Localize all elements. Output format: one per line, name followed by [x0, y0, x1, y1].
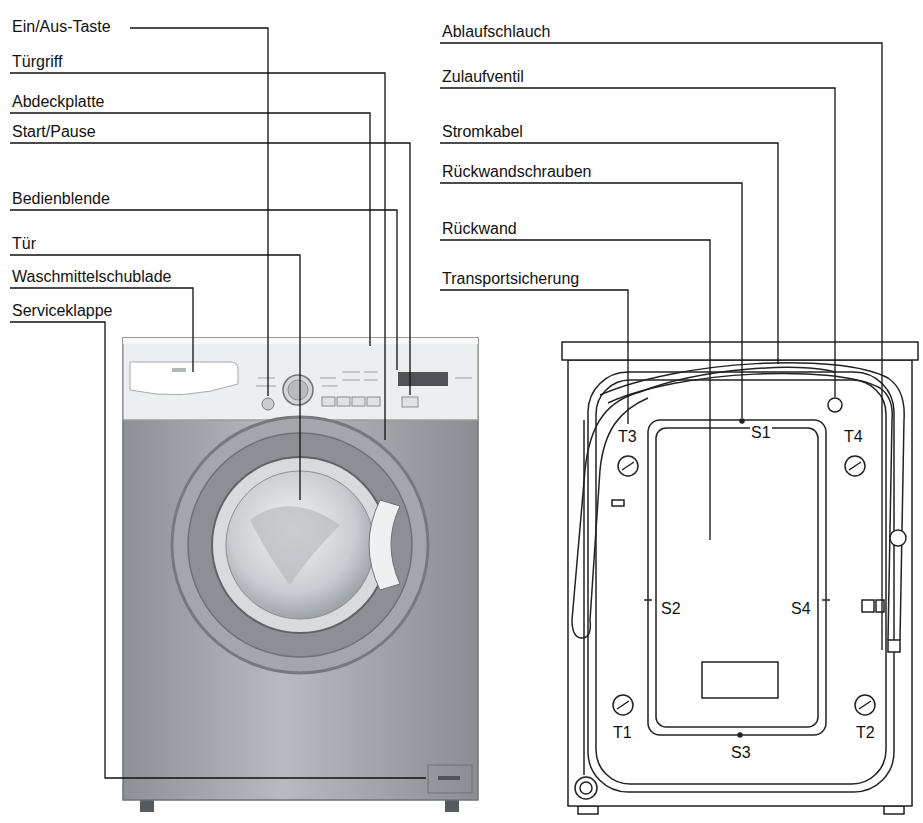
part-label: Rückwandschrauben	[442, 163, 591, 181]
callout-code: S4	[790, 600, 812, 618]
part-label: Türgriff	[12, 53, 62, 71]
part-label: Waschmittelschublade	[12, 268, 171, 286]
part-label: Rückwand	[442, 220, 517, 238]
part-label: Transportsicherung	[442, 270, 579, 288]
callout-code: T4	[843, 428, 864, 446]
leader-lines	[10, 28, 882, 778]
part-label: Start/Pause	[12, 123, 96, 141]
part-label: Ablaufschlauch	[442, 23, 551, 41]
callout-code: T3	[617, 428, 638, 446]
part-label: Bedienblende	[12, 190, 110, 208]
callout-code: T1	[612, 724, 633, 742]
part-label: Serviceklappe	[12, 302, 113, 320]
part-label: Abdeckplatte	[12, 93, 105, 111]
part-label: Ein/Aus-Taste	[12, 18, 111, 36]
callout-code: S3	[730, 744, 752, 762]
back-view	[562, 342, 918, 814]
callout-code: T2	[855, 724, 876, 742]
part-label: Tür	[12, 235, 36, 253]
callout-code: S1	[750, 424, 772, 442]
callout-code: S2	[660, 600, 682, 618]
part-label: Zulaufventil	[442, 68, 524, 86]
part-label: Stromkabel	[442, 123, 523, 141]
